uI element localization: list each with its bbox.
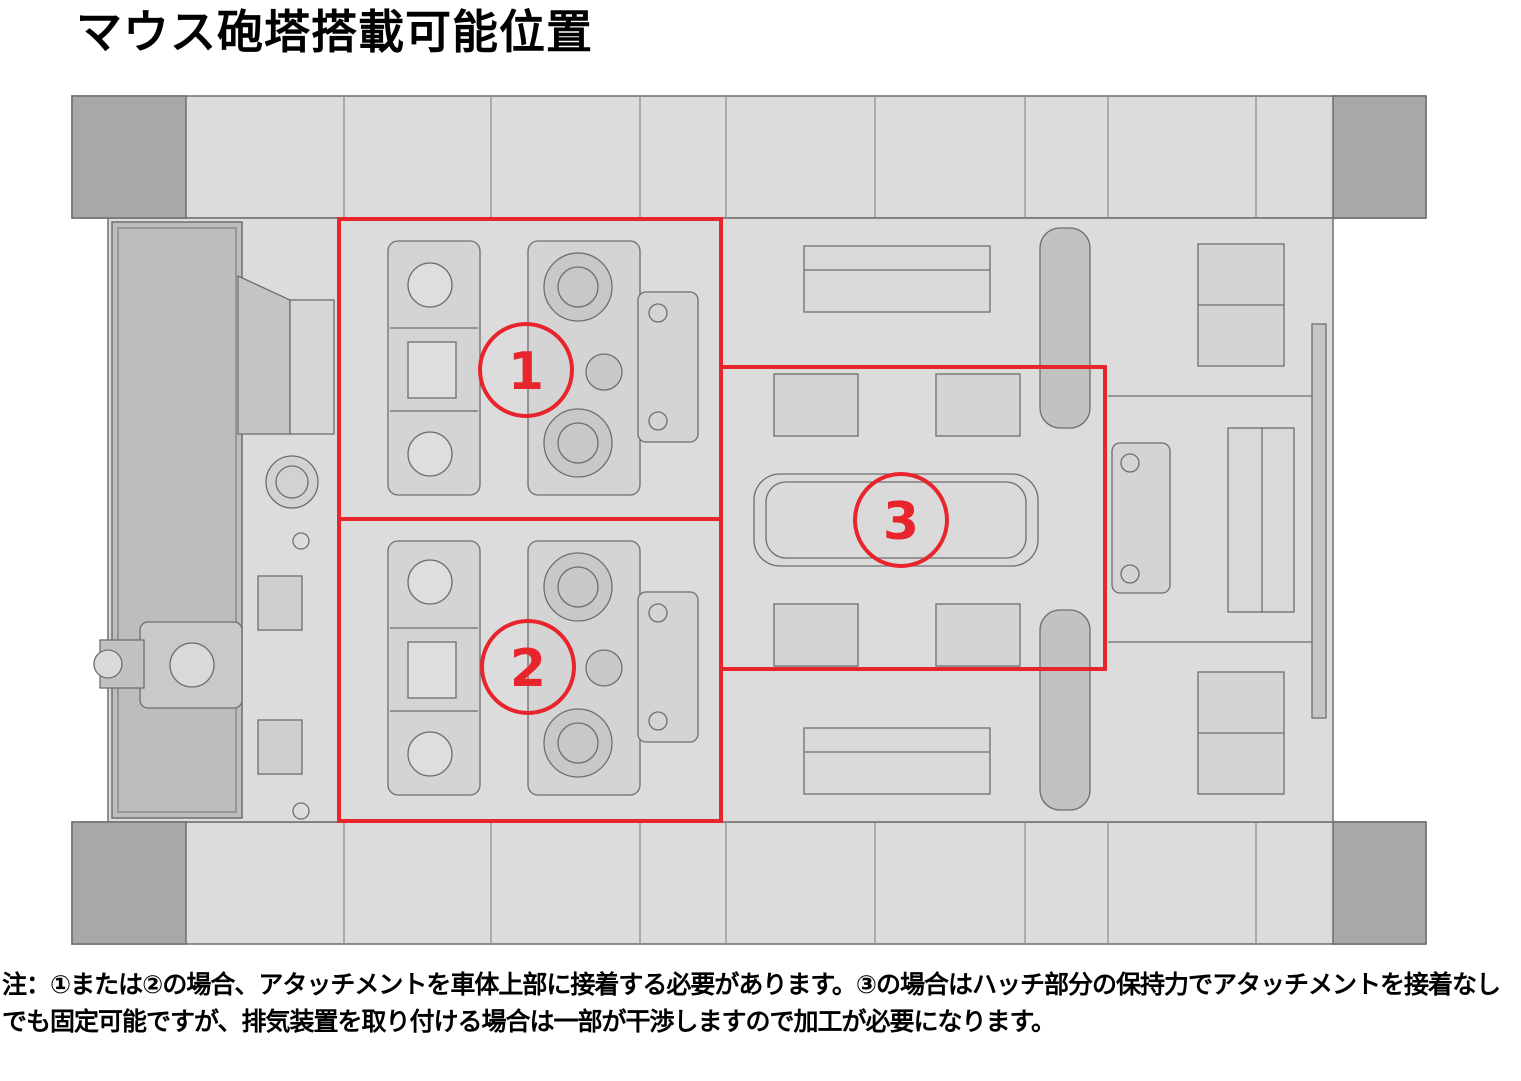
hull-outline	[71, 95, 1427, 945]
fan-grille	[543, 252, 613, 322]
front-vent-bottom	[257, 719, 303, 775]
note-text: 注：①または②の場合、アタッチメントを車体上部に接着する必要があります。③の場合…	[2, 970, 1501, 1036]
zone-2-label: 2	[510, 639, 546, 699]
track-rear-top	[1332, 95, 1427, 219]
hull-top-view-diagram: 1 2 3	[71, 95, 1427, 945]
front-glacis	[111, 221, 243, 819]
front-deck-details	[93, 274, 335, 820]
track-front-top	[71, 95, 187, 219]
exhaust-muffler-bottom	[1039, 609, 1091, 811]
track-rear-bottom	[1332, 821, 1427, 945]
driver-hatch	[265, 455, 319, 509]
track-front-bottom	[71, 821, 187, 945]
deck-hatch-top	[803, 245, 991, 313]
page-title: マウス砲塔搭載可能位置	[76, 5, 593, 59]
exhaust-muffler-top	[1039, 227, 1091, 429]
fan-grille	[543, 408, 613, 478]
deck-hatch-bottom	[803, 727, 991, 795]
fan-grille	[543, 552, 613, 622]
engine-deck-panels	[387, 240, 699, 796]
zone-2-marker	[480, 619, 576, 715]
zone-3-marker	[853, 472, 949, 568]
rear-deck-details	[753, 227, 1327, 811]
fender-segments	[343, 96, 1257, 944]
zone-3-box	[719, 365, 1107, 671]
fan-grille	[543, 708, 613, 778]
zone-3-label: 3	[883, 492, 919, 552]
front-vent-top	[257, 575, 303, 631]
zone-1-label: 1	[508, 342, 544, 402]
zone-1-marker	[478, 322, 574, 418]
mounting-zones	[337, 217, 1107, 823]
